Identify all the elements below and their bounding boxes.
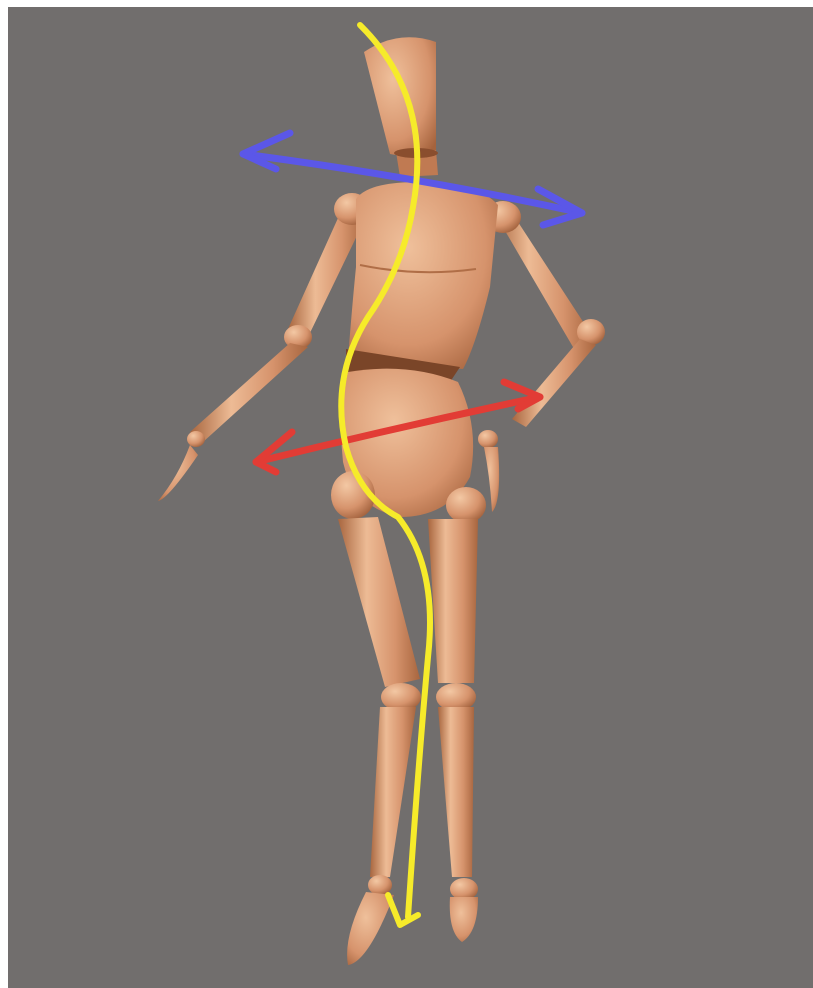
image-frame	[8, 7, 813, 988]
mannequin-scene	[8, 7, 813, 988]
